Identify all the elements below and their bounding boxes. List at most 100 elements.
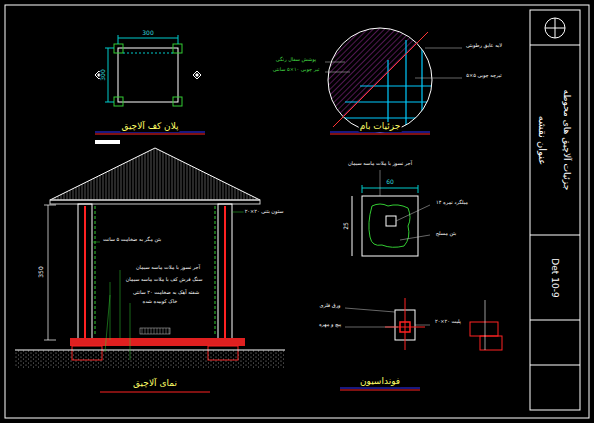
drawing-stroke: [44, 205, 56, 206]
drawing-stroke: [123, 53, 173, 54]
drawing-stroke: [345, 308, 395, 312]
note: ورق فلزی: [318, 303, 341, 309]
note: آجر نسوز با ملات ماسه سیمان: [347, 161, 413, 167]
note: خاک کوبیده شده: [142, 299, 179, 305]
sheet-frame-stroke: [555, 18, 556, 38]
drawing-stroke: [118, 38, 178, 39]
note: بتن مگر به ضخامت ۵ سانت: [102, 237, 162, 243]
drawing-stroke: [320, 20, 440, 140]
note: بتن مسلح: [435, 231, 457, 237]
drawing-stroke: [110, 282, 111, 340]
drawing-stroke: [418, 185, 419, 193]
gazebo-elevation-stroke: [218, 204, 232, 340]
drawing-stroke: [193, 71, 201, 79]
drawing-stroke: [345, 327, 398, 328]
floor-plan-stroke: [95, 134, 205, 135]
gazebo-elevation-stroke: [84, 206, 86, 338]
gazebo-elevation-stroke: [15, 350, 285, 368]
drawing-stroke: [400, 235, 430, 240]
note: لایه عایق رطوبتی: [465, 43, 503, 49]
gazebo-elevation-stroke: [95, 206, 96, 335]
roof-detail-stroke: [333, 32, 428, 127]
foundation-detail-stroke: [386, 216, 396, 226]
drawing-stroke: [196, 74, 198, 76]
note: سنگ فرش کف با ملات ماسه سیمان: [125, 277, 204, 283]
drawing-stroke: [120, 270, 121, 338]
title-text: جزئیات آلاچیق های محوطه: [562, 90, 572, 191]
drawing-stroke: [48, 205, 49, 340]
dimension: 300: [141, 30, 154, 37]
drawing-stroke: [105, 295, 110, 352]
drawing-stroke: [114, 44, 123, 53]
foundation-detail-stroke: [480, 336, 502, 350]
title-cell: Det 10-9: [532, 238, 578, 318]
note: شفته آهک به ضخامت ۲۰ سانتی: [132, 290, 200, 296]
title-text: عنوان نقشه: [538, 115, 549, 165]
drawing-stroke: [105, 102, 114, 103]
drawing-stroke: [380, 170, 381, 196]
title-text: Det 10-9: [550, 258, 560, 297]
gazebo-elevation-stroke: [215, 206, 216, 335]
view-title: پلان کف آلاچیق: [120, 122, 179, 132]
dimension: 350: [38, 265, 45, 278]
sheet-frame-stroke: [530, 10, 580, 410]
view-title: فونداسیون: [359, 377, 401, 387]
drawing-stroke: [44, 340, 56, 341]
gazebo-elevation: [15, 148, 285, 392]
roof-detail-stroke: [328, 28, 432, 132]
drawing-stroke: [114, 97, 123, 106]
drawing-stroke: [421, 30, 422, 140]
view-title: جزئیات بام: [359, 122, 402, 132]
drawing-stroke: [362, 185, 363, 193]
drawing-stroke: [232, 212, 244, 213]
drawing-stroke: [415, 78, 462, 79]
drawing-stroke: [108, 48, 109, 102]
drawing-stroke: [92, 242, 100, 243]
note: تیر چوبی ۱۰×۵ سانتی: [272, 67, 321, 73]
note: پوشش سفال رنگی: [275, 57, 317, 63]
sheet-frame-stroke: [530, 235, 580, 236]
gazebo-elevation-stroke: [140, 328, 170, 334]
foundation-detail-stroke: [485, 300, 486, 350]
drawing-stroke: [130, 303, 131, 360]
foundation-detail-stroke: [362, 196, 418, 256]
drawing-stroke: [325, 62, 345, 63]
foundation-detail-stroke: [340, 390, 420, 391]
gazebo-elevation-stroke: [224, 206, 226, 338]
sheet-frame-stroke: [545, 18, 565, 38]
view-title: نمای آلاچیق: [132, 379, 178, 389]
note: پیچ و مهره: [318, 322, 342, 328]
sheet-frame-stroke: [530, 45, 580, 46]
gazebo-elevation-stroke: [50, 148, 260, 200]
note: میلگرد نمره ۱۴: [435, 200, 469, 206]
gazebo-elevation-stroke: [78, 204, 92, 340]
sheet-frame-stroke: [530, 320, 580, 321]
floor-plan-stroke: [118, 48, 178, 102]
sheet-frame: [5, 5, 589, 418]
floor-plan-stroke: [95, 140, 120, 144]
note: تیرچه چوبی ۵×۵: [465, 73, 502, 79]
drawing-stroke: [325, 72, 350, 73]
foundation-detail-stroke: [405, 298, 406, 350]
foundation-detail-stroke: [369, 204, 410, 247]
dimension: 300: [100, 68, 107, 81]
dimension: 25: [343, 221, 350, 231]
title-cell: جزئیات آلاچیق های محوطه: [556, 48, 578, 232]
drawing-stroke: [345, 101, 440, 102]
gazebo-elevation-stroke: [70, 338, 245, 346]
drawing-stroke: [415, 325, 430, 326]
note: ستون بتنی ۲۰×۲۰: [244, 209, 285, 215]
gazebo-elevation-stroke: [50, 200, 260, 204]
drawing-stroke: [425, 48, 462, 49]
foundation-detail-stroke: [470, 322, 498, 336]
foundation-detail-stroke: [340, 388, 420, 389]
drawing-stroke: [352, 196, 353, 256]
drawing-stroke: [360, 85, 440, 86]
gazebo-elevation-stroke: [15, 350, 285, 351]
drawing-stroke: [105, 48, 114, 49]
drawing-stroke: [330, 117, 440, 118]
foundation-detail: [340, 170, 502, 390]
title-cell: عنوان نقشه: [532, 48, 554, 232]
